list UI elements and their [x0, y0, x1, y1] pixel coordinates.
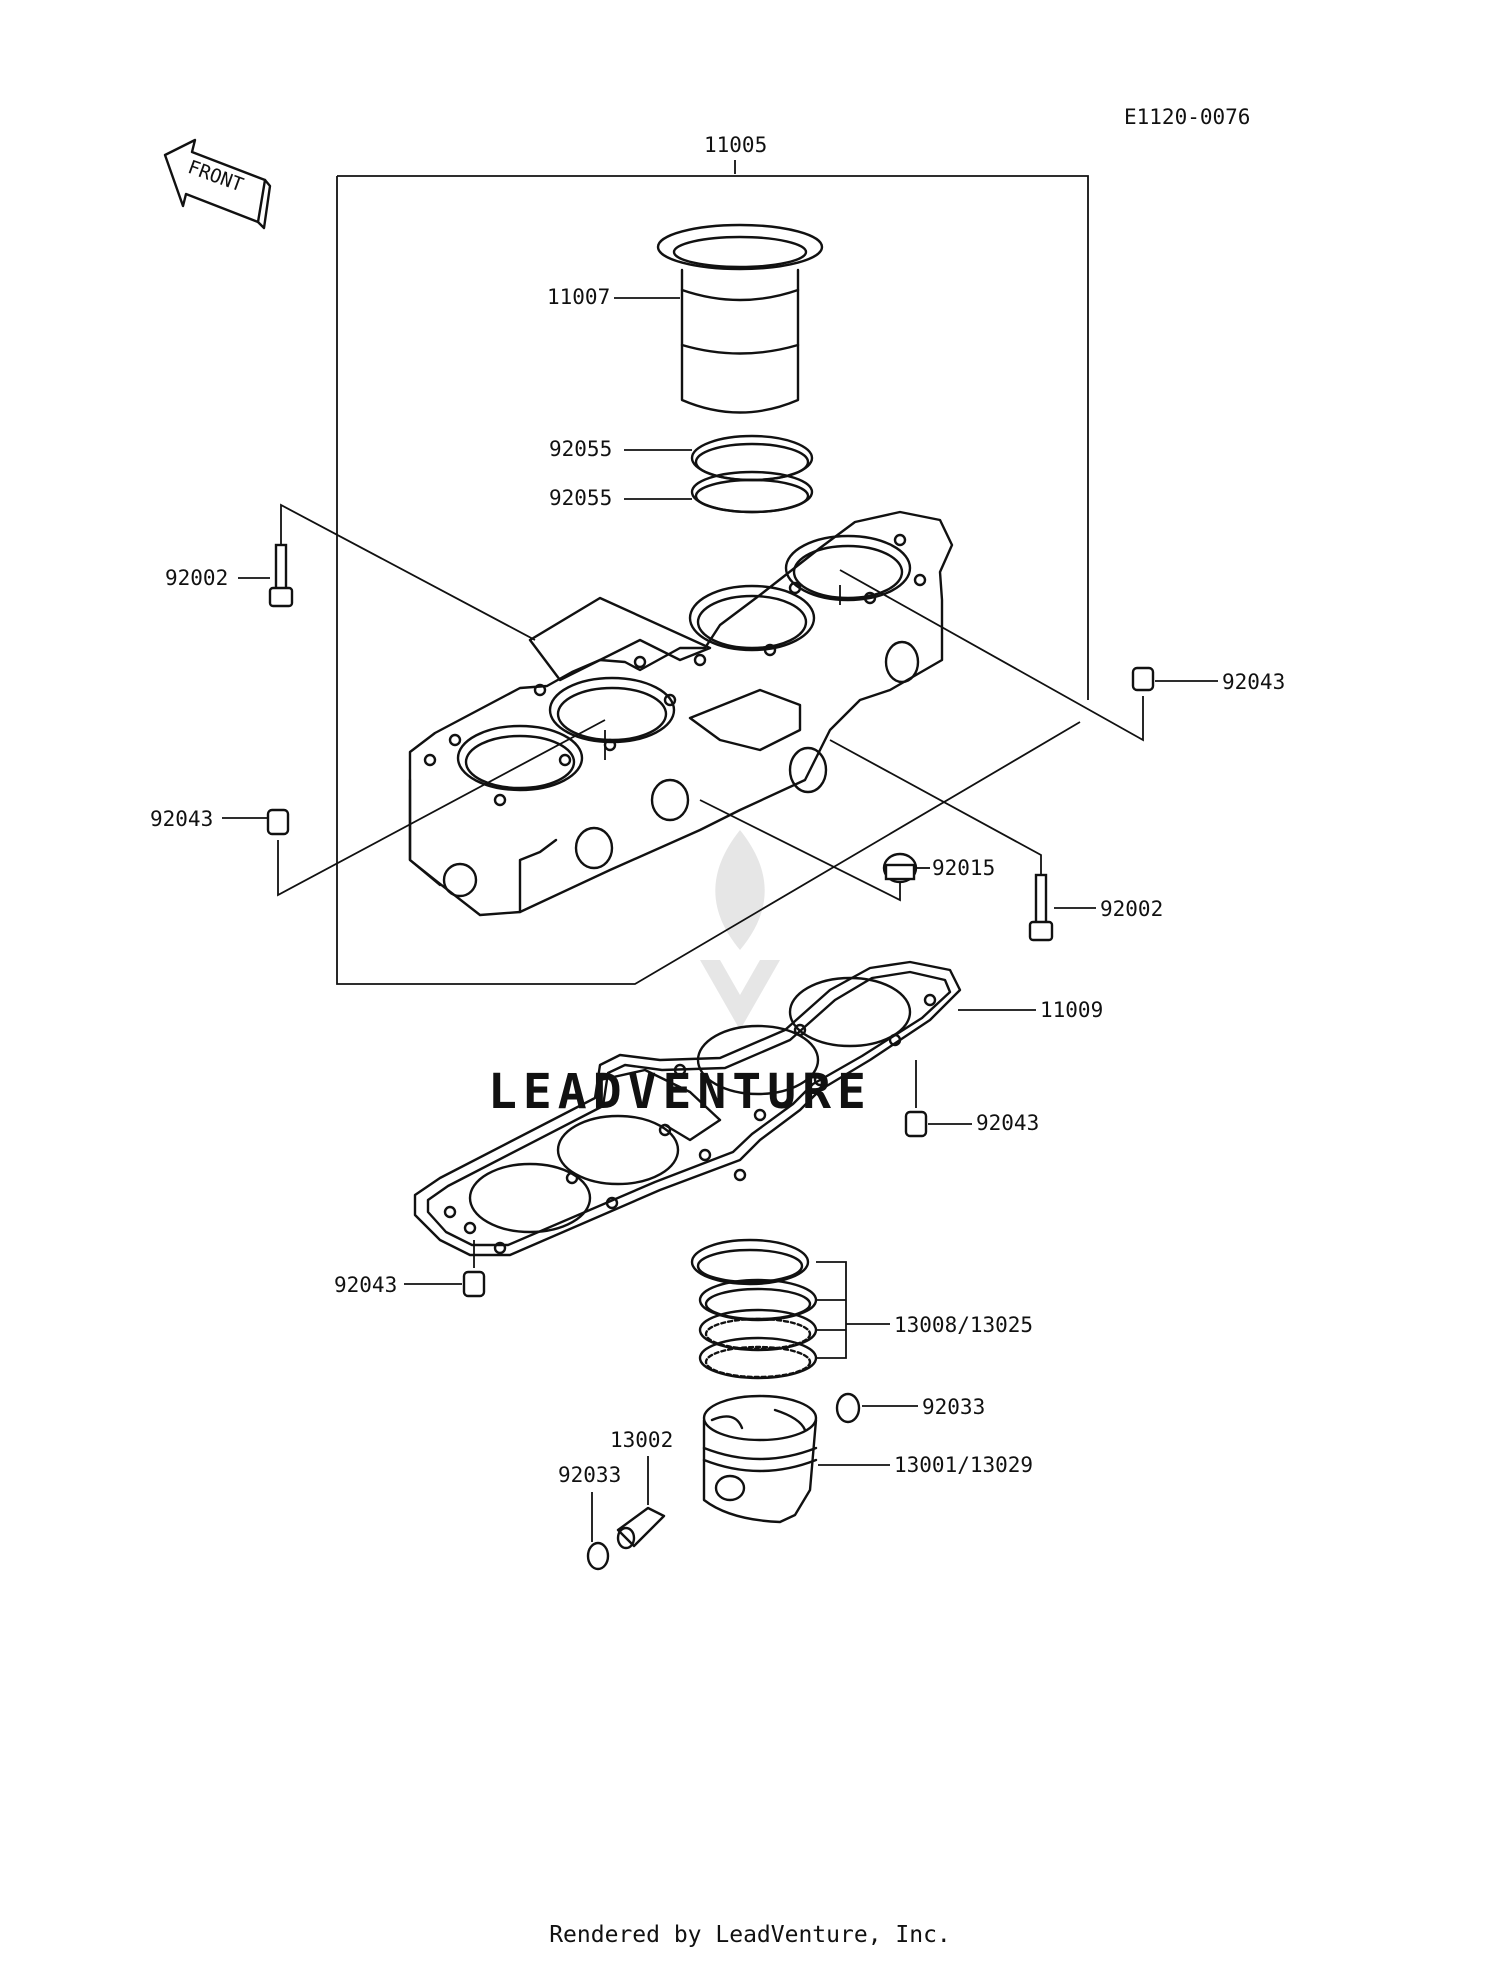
piston-pin: 13002 [610, 1428, 673, 1550]
assembly-bracket-11005: 11005 [336, 133, 1089, 985]
front-arrow: FRONT [163, 138, 272, 230]
dowel-gasket-left: 92043 [334, 1240, 486, 1298]
callout-92043-d: 92043 [334, 1273, 397, 1297]
bolt-right: 92002 [829, 739, 1163, 942]
callout-92055-b: 92055 [549, 486, 612, 510]
callout-92043-a: 92043 [1222, 670, 1285, 694]
o-rings: 92055 92055 [549, 434, 814, 514]
callout-13008-13025: 13008/13025 [894, 1313, 1033, 1337]
callout-92033-a: 92033 [922, 1395, 985, 1419]
dowel-gasket-right: 92043 [904, 1060, 1039, 1138]
callout-92043-b: 92043 [150, 807, 213, 831]
dowel-left: 92043 [150, 719, 606, 897]
cylinder-block [408, 510, 954, 917]
circlip-left: 92033 [558, 1463, 621, 1571]
plug-92015: 92015 [699, 799, 995, 902]
piston-rings: 13008/13025 [690, 1238, 1033, 1380]
callout-11005: 11005 [704, 133, 767, 157]
callout-92033-b: 92033 [558, 1463, 621, 1487]
callout-92055-a: 92055 [549, 437, 612, 461]
callout-11007: 11007 [547, 285, 610, 309]
piston: 13001/13029 [702, 1394, 1033, 1524]
callout-13002: 13002 [610, 1428, 673, 1452]
diagram-id: E1120-0076 [1124, 105, 1250, 129]
watermark: LEADVENTURE [488, 830, 866, 1120]
callout-92015: 92015 [932, 856, 995, 880]
dowel-right: 92043 [839, 569, 1285, 742]
footer-credit: Rendered by LeadVenture, Inc. [549, 1922, 951, 1948]
cylinder-sleeve: 11007 [547, 223, 824, 414]
head-gasket: 11009 [413, 960, 1103, 1257]
bolt-left: 92002 [165, 503, 536, 641]
callout-92043-c: 92043 [976, 1111, 1039, 1135]
callout-11009: 11009 [1040, 998, 1103, 1022]
circlip-right: 92033 [835, 1392, 985, 1424]
callout-92002-b: 92002 [1100, 897, 1163, 921]
callout-13001-13029: 13001/13029 [894, 1453, 1033, 1477]
callout-92002-a: 92002 [165, 566, 228, 590]
